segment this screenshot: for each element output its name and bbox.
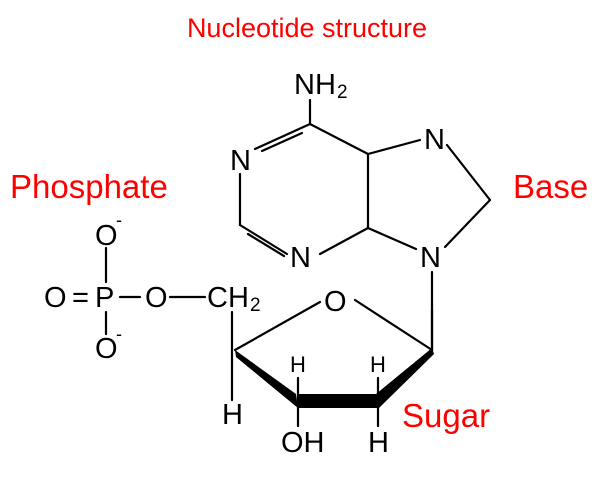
h4-atom: H — [222, 399, 243, 431]
sugar-substituent-bonds — [230, 308, 434, 428]
diagram-title: Nucleotide structure — [187, 13, 427, 43]
phosphate-label: Phosphate — [10, 168, 168, 205]
phosphate-bonds — [104, 246, 207, 336]
phosphorus-atom: P — [95, 282, 114, 314]
sugar-ring — [233, 298, 434, 408]
sugar-label: Sugar — [402, 397, 490, 434]
h3-atom: H — [290, 352, 306, 377]
hydroxyl-group: OH — [281, 427, 325, 459]
adenine-bonds — [238, 98, 492, 258]
phosphate-oxygen-top: O — [95, 220, 118, 252]
n7-atom: N — [424, 124, 445, 156]
phosphate-oxygen-left: O — [44, 282, 67, 314]
h1-atom: H — [368, 427, 389, 459]
h2-atom: H — [370, 352, 386, 377]
n9-atom: N — [420, 242, 441, 274]
charge-bottom: - — [116, 324, 122, 344]
amine-nitrogen: NH — [294, 69, 336, 101]
amine-subscript: 2 — [337, 82, 348, 103]
n1-atom: N — [230, 145, 251, 177]
phosphate-oxygen-bottom: O — [95, 333, 118, 365]
double-bond-symbol: = — [72, 282, 89, 314]
charge-top: - — [116, 210, 122, 230]
base-label: Base — [513, 168, 588, 205]
ch2-subscript: 2 — [250, 295, 261, 316]
n3-atom: N — [290, 242, 311, 274]
ch2-group: CH — [207, 282, 249, 314]
ring-oxygen-atom: O — [324, 286, 347, 318]
bridging-oxygen-atom: O — [145, 282, 168, 314]
